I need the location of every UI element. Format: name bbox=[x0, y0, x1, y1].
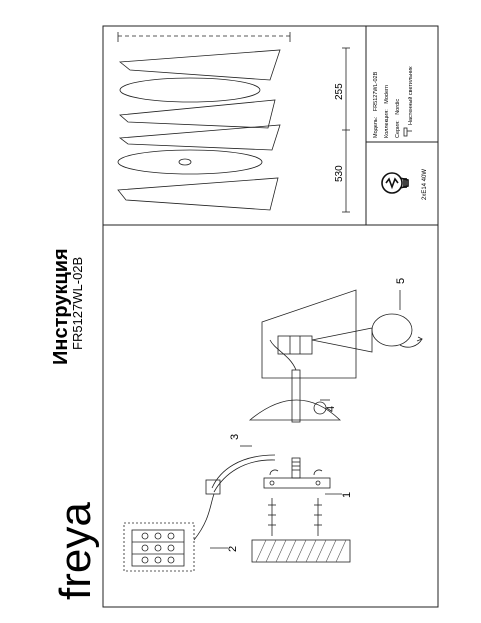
svg-text:Коллекция: Modern: Коллекция: Modern bbox=[384, 85, 390, 138]
spec-collection-label: Коллекция: bbox=[384, 109, 390, 138]
brand-logo: freya bbox=[51, 502, 100, 600]
model-code: FR5127WL-02B bbox=[70, 257, 85, 350]
spec-series-label: Серия: bbox=[395, 120, 401, 138]
spec-collection-value: Modern bbox=[384, 85, 390, 104]
callout-3: 3 bbox=[229, 434, 241, 440]
bulb-icon bbox=[381, 172, 409, 194]
page-title: Инструкция bbox=[50, 248, 72, 365]
lamp-spec: 2xE14 40W bbox=[422, 169, 428, 200]
spec-type-value: Настенный светильник bbox=[407, 66, 414, 125]
svg-text:Модель: FR5127WL-02B: Модель: FR5127WL-02B bbox=[373, 71, 379, 138]
spec-model-value: FR5127WL-02B bbox=[373, 71, 379, 111]
wall-lamp-icon bbox=[403, 127, 412, 137]
callout-2: 2 bbox=[227, 546, 239, 552]
spec-block: Модель: FR5127WL-02B Коллекция: Modern С… bbox=[373, 66, 414, 138]
svg-text:Серия: Nordic: Серия: Nordic bbox=[395, 99, 401, 138]
dimension-label-255: 255 bbox=[334, 83, 345, 100]
callout-4: 4 bbox=[325, 406, 337, 412]
dimension-label-530: 530 bbox=[334, 165, 345, 182]
assembly-drawing bbox=[123, 289, 423, 572]
callout-5: 5 bbox=[395, 278, 407, 284]
callout-1: 1 bbox=[341, 492, 353, 498]
spec-series-value: Nordic bbox=[395, 99, 401, 115]
spec-model-label: Модель: bbox=[373, 116, 379, 138]
sheet-frame bbox=[102, 25, 439, 608]
dimension-drawing bbox=[117, 32, 350, 213]
